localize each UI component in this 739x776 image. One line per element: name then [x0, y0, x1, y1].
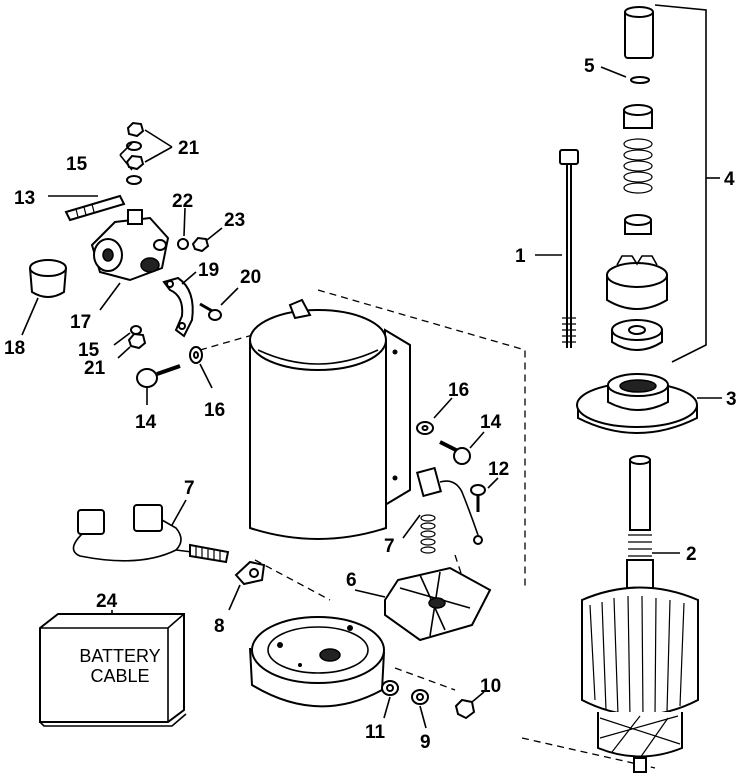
part-21-nuts-top: [125, 121, 145, 185]
part-13-stud: [64, 194, 126, 222]
callout-5: 5: [584, 56, 595, 77]
part-14-bolt-right: [439, 440, 471, 465]
callout-15b: 15: [78, 340, 100, 361]
callout-21a-leader: [144, 129, 173, 163]
callout-4: 4: [724, 169, 735, 190]
callout-24: 24: [96, 591, 118, 612]
part-17-solenoid: [90, 209, 170, 282]
callout-14a: 14: [135, 412, 157, 433]
callout-15a: 15: [66, 154, 88, 175]
callout-19-leader: [181, 271, 197, 285]
drive-base: [611, 319, 663, 351]
callout-3: 3: [726, 389, 737, 410]
part-2-armature: [581, 455, 699, 773]
callout-8-leader: [228, 584, 241, 611]
field-frame: [249, 298, 411, 540]
part-3-end-frame: [576, 373, 698, 434]
part-11-washer: [381, 680, 399, 696]
callout-23-leader: [206, 227, 223, 241]
callout-7a-leader: [171, 499, 187, 526]
commutator-end-cap: [249, 616, 385, 708]
part-6-brush-plate: [384, 566, 492, 642]
callout-11-leader: [383, 696, 391, 719]
callout-18-leader: [21, 297, 39, 336]
part-9-washer: [411, 689, 429, 705]
callout-labels: 1 2 3 4 5 6 7 7 8 9 10 11 12 13 14 14 15…: [4, 56, 737, 753]
part-7-brush-right: [415, 466, 483, 554]
callout-14b: 14: [480, 412, 502, 433]
part-16-washer-right: [416, 421, 434, 435]
callout-6: 6: [346, 570, 357, 591]
part-10-nut: [454, 698, 476, 720]
part-16-washer-left: [189, 346, 203, 364]
callout-15a-leader: [119, 142, 133, 171]
callout-21b: 21: [84, 358, 106, 379]
callout-19: 19: [198, 260, 219, 281]
part-12-screw: [470, 484, 486, 512]
callout-11: 11: [365, 722, 386, 743]
pinion-gear: [606, 255, 668, 310]
callout-20: 20: [240, 267, 261, 288]
callout-21b-leader: [117, 346, 131, 359]
part-7-brushes-left: [72, 504, 230, 564]
callout-12-leader: [487, 477, 499, 489]
part-8-terminal: [234, 560, 266, 586]
part-22-washer: [177, 238, 189, 250]
callout-23: 23: [224, 210, 245, 231]
callout-16b-leader: [433, 397, 453, 419]
callout-5-leader: [600, 66, 627, 78]
drive-washer-cup: [624, 214, 652, 235]
drive-spring: [623, 138, 653, 194]
callout-12: 12: [488, 459, 509, 480]
part-1-through-bolt: [559, 149, 579, 348]
drive-collar: [623, 104, 653, 129]
callout-2: 2: [686, 544, 697, 565]
callout-13: 13: [14, 188, 35, 209]
part-20-bolt: [199, 302, 222, 321]
callout-15b-leader: [113, 332, 131, 346]
callout-22-leader: [183, 207, 186, 237]
drive-cap: [624, 6, 654, 59]
callout-10: 10: [480, 676, 501, 697]
callout-6-leader: [354, 589, 386, 598]
part-21-nut-small: [127, 332, 147, 350]
callout-14b-leader: [469, 431, 485, 449]
callout-1: 1: [515, 246, 526, 267]
callout-7b: 7: [384, 536, 395, 557]
battery-cable-line2: CABLE: [90, 666, 149, 686]
part-24-battery-cable-box: [39, 613, 187, 727]
callout-9: 9: [420, 732, 431, 753]
callout-16b: 16: [448, 380, 469, 401]
part-18-boot: [29, 259, 67, 298]
callout-7a: 7: [184, 478, 195, 499]
battery-cable-line1: BATTERY: [79, 646, 160, 666]
callout-21a: 21: [178, 138, 200, 159]
callout-17-leader: [99, 282, 121, 311]
part-15-washer-small: [130, 325, 142, 335]
callout-7b-leader: [402, 514, 421, 539]
part-23-nut: [191, 236, 210, 253]
part-5-ring: [630, 76, 650, 84]
callout-10-leader: [471, 691, 485, 703]
callout-16a-leader: [199, 363, 213, 389]
callout-16a: 16: [204, 400, 225, 421]
callout-9-leader: [419, 705, 427, 729]
callout-22: 22: [172, 191, 193, 212]
part-14-bolt-left: [136, 364, 181, 388]
part-4-bracket: [654, 4, 707, 363]
callout-20-leader: [220, 287, 239, 306]
callout-8: 8: [214, 616, 225, 637]
callout-18: 18: [4, 338, 25, 359]
callout-17: 17: [70, 312, 91, 333]
part-19-strap: [162, 276, 194, 338]
